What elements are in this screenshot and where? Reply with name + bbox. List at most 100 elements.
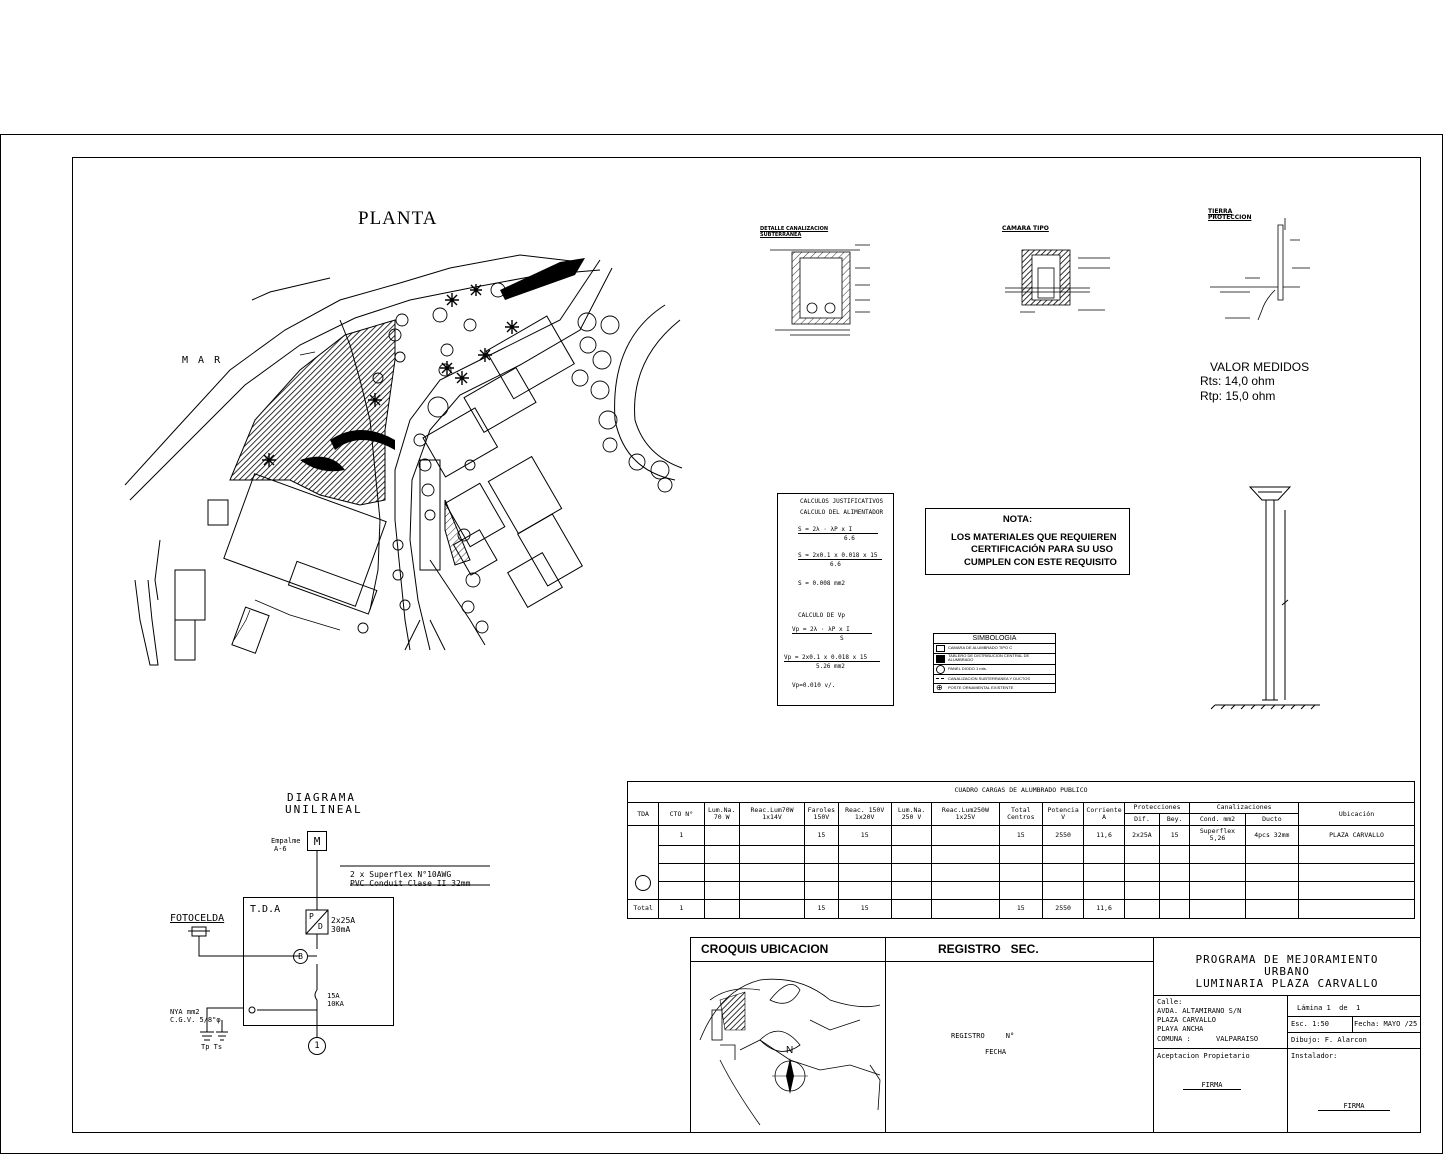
tda-panel-box [243, 897, 394, 1026]
calc-vp-values: Vp = 2x0.1 x 0.018 x 15 [784, 654, 880, 662]
tda-circle-symbol [635, 874, 652, 891]
diode-symbol-icon [936, 665, 945, 674]
calc-s-result: S = 0.008 mm2 [798, 580, 845, 587]
cell-total-corriente: 11,6 [1083, 898, 1125, 920]
header-canalizaciones: Canalizaciones [1189, 802, 1300, 814]
tp-ts-label: Tp Ts [201, 1043, 223, 1051]
header-faroles: Faroles 150V [804, 801, 839, 827]
table-row [628, 862, 1415, 882]
nya-label-2: C.G.V. 5/8"φ [170, 1016, 221, 1024]
registry-title: REGISTRO SEC. [938, 942, 1039, 956]
header-cond: Cond. mm2 [1189, 812, 1246, 827]
registry-number-label: REGISTRO N° [951, 1032, 1015, 1040]
meter-box: M [307, 831, 327, 851]
title-block-divider [1352, 1016, 1353, 1032]
date-label: Fecha: MAYO /25 [1354, 1020, 1418, 1028]
note-box: NOTA: LOS MATERIALES QUE REQUIEREN CERTI… [925, 508, 1130, 575]
symbology-row: CANALIZACION SUBTERRANEA Y DUCTOS [934, 674, 1055, 684]
symbology-title: SIMBOLOGIA [934, 634, 1055, 644]
owner-acceptance-label: Aceptacion Propietario [1157, 1052, 1250, 1060]
cable-label-2: PVC Conduit Clase II 32mm [350, 879, 471, 888]
cell-total-faroles: 15 [804, 898, 839, 920]
sea-label: M A R [182, 355, 223, 366]
header-protecciones: Protecciones [1123, 802, 1191, 814]
title-block-divider [885, 937, 886, 1133]
symbology-row: ⊕POSTE ORNAMENTAL EXISTENTE [934, 683, 1055, 693]
header-dif: Dif. [1123, 812, 1161, 827]
single-line-title-1: DIAGRAMA [287, 791, 356, 804]
installer-signature: FIRMA [1318, 1102, 1390, 1111]
table-row [628, 844, 1415, 864]
rts-value: Rts: 14,0 ohm [1200, 374, 1275, 388]
cell-bey: 15 [1159, 825, 1191, 846]
measured-values-title: VALOR MEDIDOS [1210, 360, 1310, 374]
owner-signature: FIRMA [1183, 1081, 1241, 1090]
fuse-rating-2: 10KA [327, 1000, 344, 1008]
cable-label-1: 2 x Superflex N°10AWG [350, 870, 452, 879]
tda-cell [626, 825, 660, 900]
symbology-row: TABLERO DE DISTRIBUCION CENTRAL DE ALUMB… [934, 653, 1055, 665]
street-label: Calle: [1157, 998, 1183, 1006]
load-table-title: CUADRO CARGAS DE ALUMBRADO PUBLICO [954, 786, 1088, 794]
scale-label: Esc. 1:50 [1291, 1020, 1329, 1028]
north-label: N [786, 1045, 794, 1056]
header-corriente: Corriente A [1083, 801, 1125, 827]
header-lum250: Lum.Na. 250 V [890, 801, 933, 827]
photocell-label: FOTOCELDA [170, 913, 225, 924]
header-cto: CTO N° [658, 801, 705, 827]
differential-breaker-d: D [318, 922, 323, 931]
title-block-divider [1153, 937, 1154, 1133]
cell-empty [738, 825, 806, 846]
program-title-3: LUMINARIA PLAZA CARVALLO [1195, 977, 1379, 990]
calc-vp-title: CALCULO DE Vp [798, 612, 845, 619]
cell-dif: 2x25A [1123, 825, 1161, 846]
program-title-2: URBANO [1264, 965, 1310, 978]
panel-symbol-icon [936, 655, 945, 663]
table-row: 1 15 15 15 2550 11,6 2x25A 15 Superflex … [626, 825, 1415, 900]
header-total-centros: Total Centros [998, 801, 1043, 827]
single-line-title-2: UNILINEAL [285, 803, 363, 816]
title-block-divider [1287, 1016, 1421, 1017]
street-line-3: PLAYA ANCHA [1157, 1025, 1204, 1033]
header-potencia: Potencia V [1041, 801, 1085, 827]
title-block-divider [1287, 1032, 1421, 1033]
cell-potencia: 2550 [1041, 825, 1085, 846]
cell-total-reac150: 15 [837, 898, 892, 920]
plan-title: PLANTA [358, 208, 438, 229]
rtp-value: Rtp: 15,0 ohm [1200, 389, 1276, 403]
differential-breaker-p: P [309, 912, 314, 921]
calc-s-formula: S = 2λ · λP x I [798, 526, 878, 534]
header-lum70: Lum.Na. 70 W [703, 801, 740, 827]
header-ubicacion: Ubicación [1298, 801, 1415, 827]
note-title: NOTA: [1002, 514, 1033, 525]
symbology-box: SIMBOLOGIA CAMARA DE ALUMBRADO TIPO C TA… [933, 633, 1056, 693]
title-block-divider [690, 961, 1153, 962]
cell-total-centros: 15 [998, 898, 1043, 920]
header-reac150: Reac. 150V 1x20V [837, 801, 892, 827]
table-row [628, 880, 1415, 900]
header-reac70: Reac.Lum70W 1x14V [738, 801, 806, 827]
circuit-number: 1 [308, 1037, 326, 1055]
header-tda: TDA [626, 801, 660, 827]
table-total-row: Total 1 15 15 15 2550 11,6 [626, 898, 1415, 920]
chamber-symbol-icon [936, 645, 945, 652]
cell-empty [890, 825, 933, 846]
cell-total-centros: 15 [998, 825, 1043, 846]
cell-cto: 1 [658, 825, 705, 846]
symbology-row: CAMARA DE ALUMBRADO TIPO C [934, 643, 1055, 654]
cell-total-cto: 1 [658, 898, 705, 920]
breaker-rating-2: 30mA [331, 925, 351, 934]
cell-empty [931, 825, 1000, 846]
note-line-2: CERTIFICACIÓN PARA SU USO [971, 544, 1113, 555]
symbology-item-diode: PANEL DIODO 1 mts. [948, 666, 987, 671]
street-line-1: AVDA. ALTAMIRANO S/N [1157, 1007, 1242, 1015]
bus-node: B [293, 949, 308, 964]
title-block-frame [690, 937, 1421, 1133]
calc-s-values: S = 2x0.1 x 0.018 x 15 [798, 552, 882, 560]
nya-label-1: NYA mm2 [170, 1008, 200, 1016]
title-block-divider [1287, 995, 1288, 1133]
calc-box: CALCULOS JUSTIFICATIVOS CALCULO DEL ALIM… [777, 493, 894, 706]
sheet-outer-border [0, 134, 1443, 1154]
header-reac250: Reac.Lum250W 1x25V [931, 801, 1000, 827]
cell-total-potencia: 2550 [1041, 898, 1085, 920]
